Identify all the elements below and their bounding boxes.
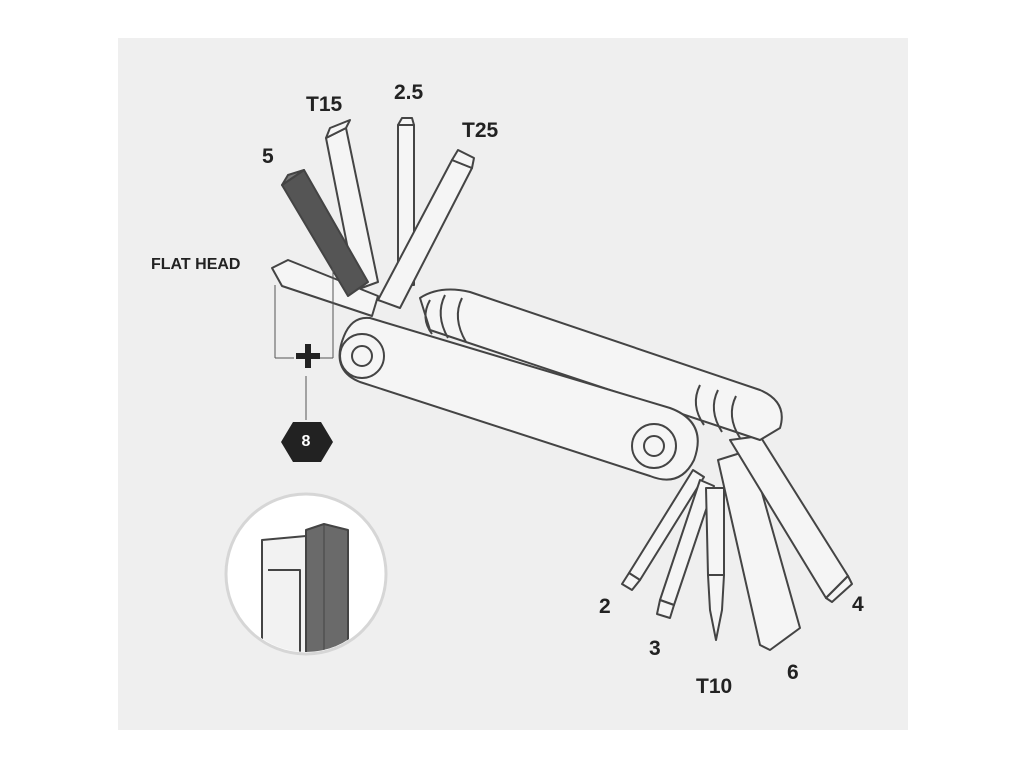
diagram-canvas: T15 2.5 T25 5 FLAT HEAD 2 3 T10 6 4 8 xyxy=(118,38,908,730)
label-2: 2 xyxy=(599,595,611,618)
bit-t25-torx xyxy=(377,159,473,309)
label-2-5: 2.5 xyxy=(394,81,424,104)
multitool-illustration xyxy=(224,117,853,656)
badge-number: 8 xyxy=(301,433,311,450)
lower-bits-group xyxy=(621,435,853,651)
upper-bits-group xyxy=(271,117,475,317)
label-t10: T10 xyxy=(696,675,733,698)
hexagon-badge-icon xyxy=(281,422,333,462)
label-6: 6 xyxy=(787,661,799,684)
detail-zoom-circle xyxy=(224,492,388,656)
plus-icon xyxy=(296,344,320,368)
label-4: 4 xyxy=(852,593,864,616)
label-t25: T25 xyxy=(462,119,499,142)
label-t15: T15 xyxy=(306,93,343,116)
flat-head-bit xyxy=(271,259,379,317)
tool-body xyxy=(419,288,783,441)
side-plate-front xyxy=(338,316,699,481)
bit-t10-torx xyxy=(705,487,725,576)
label-5: 5 xyxy=(262,145,274,168)
label-flat-head: FLAT HEAD xyxy=(151,256,241,273)
label-3: 3 xyxy=(649,637,661,660)
